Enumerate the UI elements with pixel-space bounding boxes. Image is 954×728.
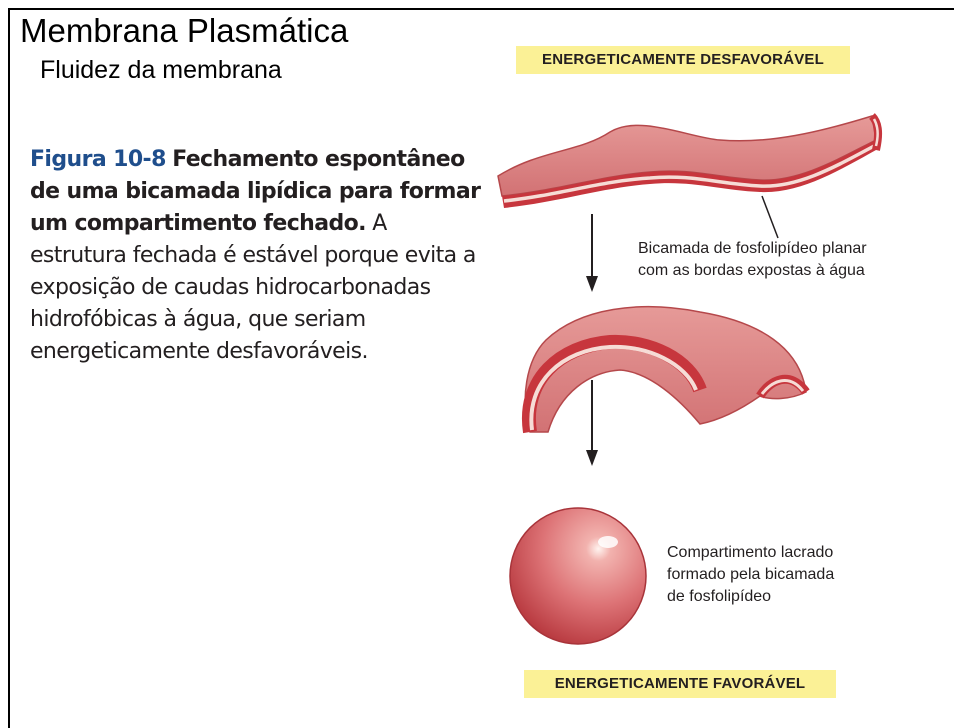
annotation-sphere-line-1: Compartimento lacrado [667, 542, 907, 564]
curving-bilayer [525, 307, 806, 432]
down-arrow-1 [586, 214, 598, 292]
annotation-planar-bilayer: Bicamada de fosfolipídeo planar com as b… [638, 238, 938, 282]
down-arrow-2 [586, 380, 598, 466]
annotation-sphere: Compartimento lacrado formado pela bicam… [667, 542, 907, 608]
planar-bilayer [498, 116, 878, 238]
annotation-planar-line-1: Bicamada de fosfolipídeo planar [638, 238, 938, 260]
sealed-compartment-sphere [510, 508, 646, 644]
annotation-sphere-line-2: formado pela bicamada [667, 564, 907, 586]
annotation-planar-line-2: com as bordas expostas à água [638, 260, 938, 282]
annotation-sphere-line-3: de fosfolipídeo [667, 586, 907, 608]
